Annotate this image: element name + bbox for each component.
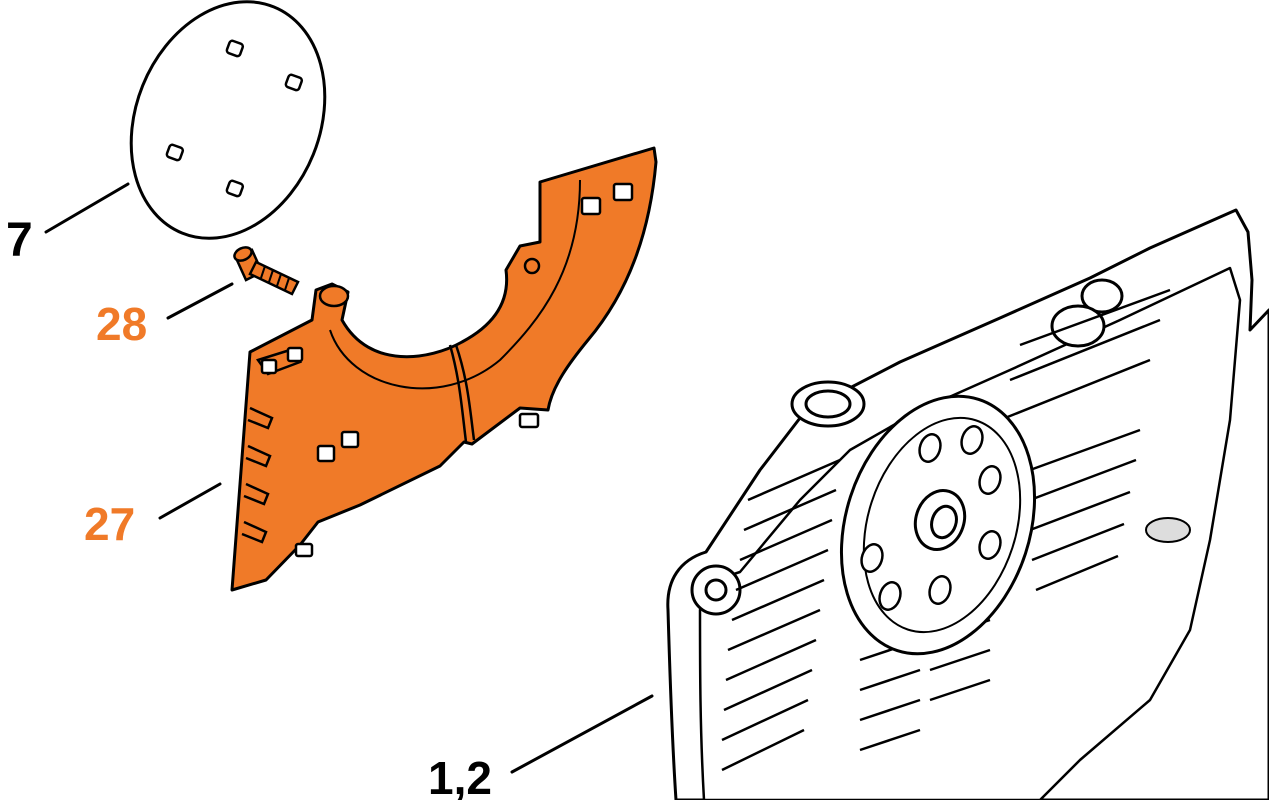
callout-7: 7 <box>6 214 33 267</box>
callout-27: 27 <box>84 498 135 550</box>
leader-line-27 <box>158 482 222 520</box>
housing-vent <box>1145 517 1191 543</box>
callout-1-2: 1,2 <box>428 752 492 800</box>
leader-line-1-2 <box>510 694 654 774</box>
part-28-screw[interactable] <box>232 245 300 296</box>
callout-28: 28 <box>96 298 147 350</box>
housing-cooling-fins <box>721 288 1171 772</box>
leader-line-28 <box>166 282 234 320</box>
leader-lines <box>44 182 654 774</box>
part-7-cover-plate[interactable] <box>97 0 359 268</box>
leader-line-7 <box>44 182 130 234</box>
part-27-chain-guard[interactable] <box>230 146 658 592</box>
housing-drum <box>839 394 1037 656</box>
guard-studs <box>260 182 634 558</box>
callout-labels: 7 28 27 1,2 <box>6 214 492 800</box>
cover-plate-bosses <box>165 39 304 198</box>
